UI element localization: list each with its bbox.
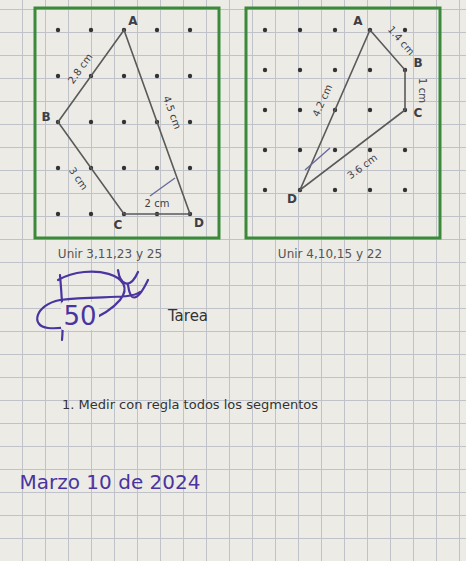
- pencil-mark: [150, 178, 175, 196]
- grid-dot: [403, 28, 407, 32]
- segment-length: 3 cm: [66, 165, 89, 192]
- grid-dot: [155, 28, 159, 32]
- grid-dot: [263, 108, 267, 112]
- grid-dot: [263, 28, 267, 32]
- dot-grid: [56, 28, 407, 216]
- segment-length: 1.4 cm: [386, 23, 417, 56]
- homework-title: Tarea: [168, 308, 208, 325]
- grid-dot: [56, 166, 60, 170]
- grid-dot: [263, 188, 267, 192]
- instruction-note: Unir 3,11,23 y 25: [58, 248, 162, 261]
- vertex-label: B: [41, 111, 50, 124]
- grid-dot: [403, 188, 407, 192]
- date: Marzo 10 de 2024: [20, 471, 201, 493]
- grade-mark: 50: [61, 302, 98, 331]
- vertex-label: A: [353, 15, 362, 28]
- grid-dot: [368, 108, 372, 112]
- grid-dot: [368, 188, 372, 192]
- vertex-label: B: [413, 57, 422, 70]
- green-frame: [35, 8, 219, 238]
- segment-length: 1 cm: [417, 78, 428, 103]
- grid-dot: [155, 74, 159, 78]
- grid-dot: [333, 148, 337, 152]
- segment-length: 2.8 cm: [65, 51, 94, 85]
- segment-length: 4.2 cm: [310, 82, 334, 118]
- homework-item: 1. Medir con regla todos los segmentos: [62, 398, 318, 412]
- grid-dot: [333, 28, 337, 32]
- vertex-label: C: [414, 107, 423, 120]
- vertex-label: D: [194, 217, 204, 230]
- grid-dot: [89, 28, 93, 32]
- quadrilateral: [58, 30, 190, 214]
- vertex-label: A: [128, 15, 137, 28]
- grid-dot: [298, 108, 302, 112]
- grid-dot: [298, 148, 302, 152]
- grid-dot: [263, 148, 267, 152]
- grid-dot: [56, 212, 60, 216]
- grid-dot: [155, 166, 159, 170]
- grid-dot: [188, 166, 192, 170]
- grid-dot: [298, 68, 302, 72]
- grid-dot: [89, 120, 93, 124]
- grid-dot: [333, 68, 337, 72]
- green-frame: [246, 8, 440, 238]
- grid-dot: [298, 28, 302, 32]
- vertex-label: D: [287, 193, 297, 206]
- instruction-note: Unir 4,10,15 y 22: [278, 248, 382, 261]
- pencil-mark: [305, 148, 330, 170]
- segment-length: 2 cm: [145, 198, 170, 209]
- grid-dot: [188, 28, 192, 32]
- grid-dot: [89, 212, 93, 216]
- grid-dot: [333, 188, 337, 192]
- grid-dot: [263, 68, 267, 72]
- segment-length: 4.5 cm: [161, 94, 183, 130]
- grid-dot: [368, 68, 372, 72]
- grid-dot: [122, 74, 126, 78]
- grid-dot: [122, 120, 126, 124]
- grid-dot: [56, 74, 60, 78]
- grid-dot: [188, 120, 192, 124]
- grid-dot: [403, 148, 407, 152]
- signature: [37, 270, 148, 340]
- grid-dot: [122, 166, 126, 170]
- vertex-label: C: [114, 219, 123, 232]
- grid-dot: [56, 28, 60, 32]
- segment-length: 3.6 cm: [345, 151, 379, 180]
- quadrilateral: [300, 30, 405, 190]
- grid-dot: [188, 74, 192, 78]
